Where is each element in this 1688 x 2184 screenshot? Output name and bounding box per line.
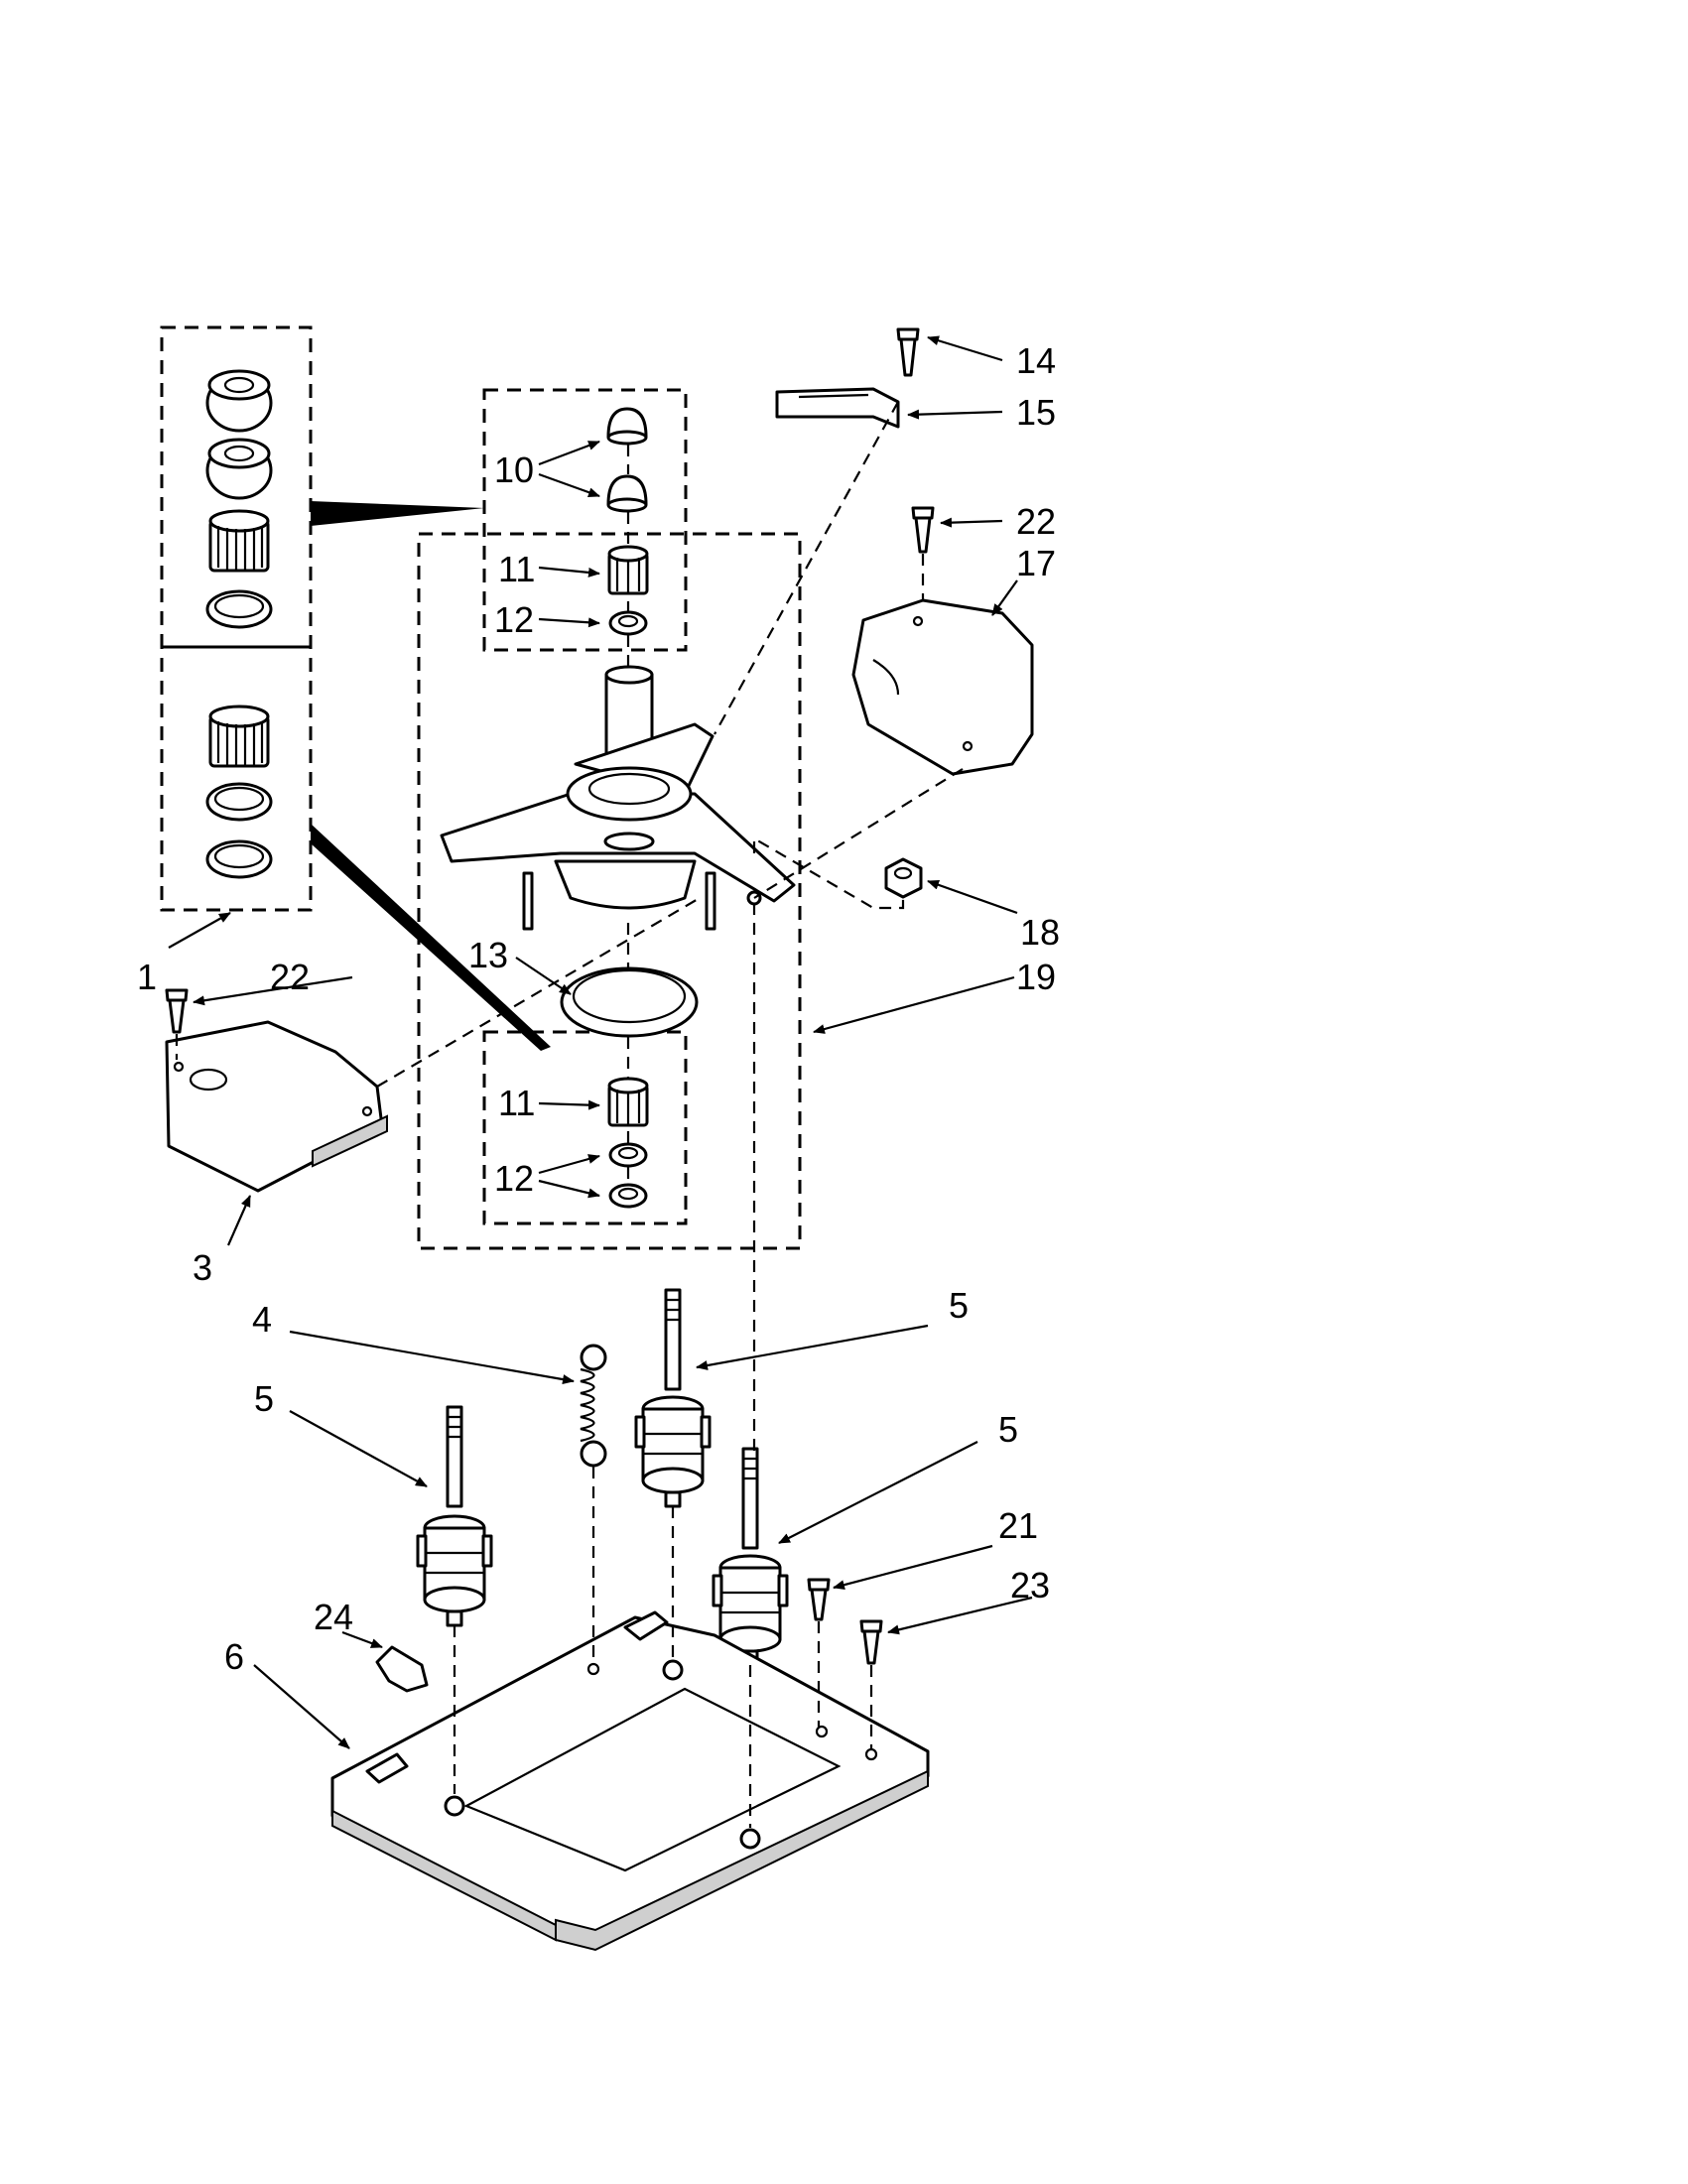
callout-13: 13 — [468, 935, 508, 975]
pointer-wedge-upper — [311, 501, 484, 526]
kit-gear-upper — [208, 509, 270, 573]
callout-6: 6 — [224, 1636, 244, 1677]
leader-lines — [168, 335, 1033, 1749]
callout-4: 4 — [252, 1299, 272, 1340]
part-22-screw-left — [165, 988, 189, 1034]
part-14-screw — [896, 327, 920, 377]
kit-ring-upper — [205, 589, 273, 629]
callout-19: 19 — [1016, 957, 1056, 997]
callout-3: 3 — [193, 1247, 212, 1288]
part-18-bracket-line — [752, 836, 905, 910]
part-4-spring — [580, 1344, 607, 1468]
part-10-cap-upper — [606, 407, 648, 446]
part-12-washer-lower-a — [608, 1142, 648, 1168]
kit-seal-upper — [205, 369, 273, 433]
part-3-cover-plate — [165, 1020, 388, 1193]
callout-5-left: 5 — [254, 1378, 274, 1419]
callout-11-lower: 11 — [498, 1083, 535, 1123]
part-5-leg-right — [712, 1447, 789, 1667]
callout-22-right: 22 — [1016, 501, 1056, 542]
part-24-clip — [375, 1645, 429, 1693]
kit-box-upper — [160, 325, 313, 649]
gearcase-kit-box — [417, 532, 802, 1250]
callout-10: 10 — [494, 450, 534, 490]
kit-ring-middle — [205, 782, 273, 822]
pointer-wedge-lower — [311, 824, 551, 1051]
callout-5-right: 5 — [998, 1409, 1018, 1450]
kit-box-lower — [160, 645, 313, 912]
callout-11-upper: 11 — [498, 549, 535, 589]
assembly-dash-lines — [175, 401, 964, 1828]
callout-21: 21 — [998, 1505, 1038, 1546]
part-18-nut — [884, 857, 923, 899]
kit-gear-lower — [208, 705, 270, 768]
callout-17: 17 — [1016, 543, 1056, 583]
callout-1: 1 — [137, 957, 157, 997]
part-21-screw — [807, 1578, 831, 1621]
part-22-screw-right — [911, 506, 935, 554]
part-15-bracket — [775, 387, 900, 429]
kit-seal-middle — [205, 438, 273, 500]
kit-ring-lower — [205, 839, 273, 879]
part-12-washer-lower-b — [608, 1183, 648, 1209]
part-11-bearing-lower — [607, 1077, 649, 1127]
part-10-cap-lower — [606, 474, 648, 513]
callout-23: 23 — [1010, 1565, 1050, 1606]
gearcase-body — [440, 722, 796, 931]
part-5-leg-center — [634, 1288, 712, 1508]
callout-14: 14 — [1016, 340, 1056, 381]
part-17-shield — [851, 598, 1034, 776]
part-6-base-frame — [330, 1610, 930, 1952]
callout-5-top: 5 — [949, 1285, 969, 1326]
part-13-ring — [560, 966, 699, 1038]
callout-22-left: 22 — [270, 957, 310, 997]
part-11-bearing-upper — [607, 545, 649, 595]
part-23-screw — [859, 1619, 883, 1665]
part-5-leg-left — [416, 1405, 493, 1627]
part-12-washer-upper — [608, 610, 648, 636]
callout-18: 18 — [1020, 912, 1060, 953]
callout-12-lower: 12 — [494, 1158, 534, 1199]
callout-15: 15 — [1016, 392, 1056, 433]
callout-24: 24 — [314, 1597, 353, 1637]
bearing-kit-box-upper — [482, 388, 688, 652]
callout-12-upper: 12 — [494, 599, 534, 640]
bearing-kit-box-lower — [482, 1030, 688, 1225]
